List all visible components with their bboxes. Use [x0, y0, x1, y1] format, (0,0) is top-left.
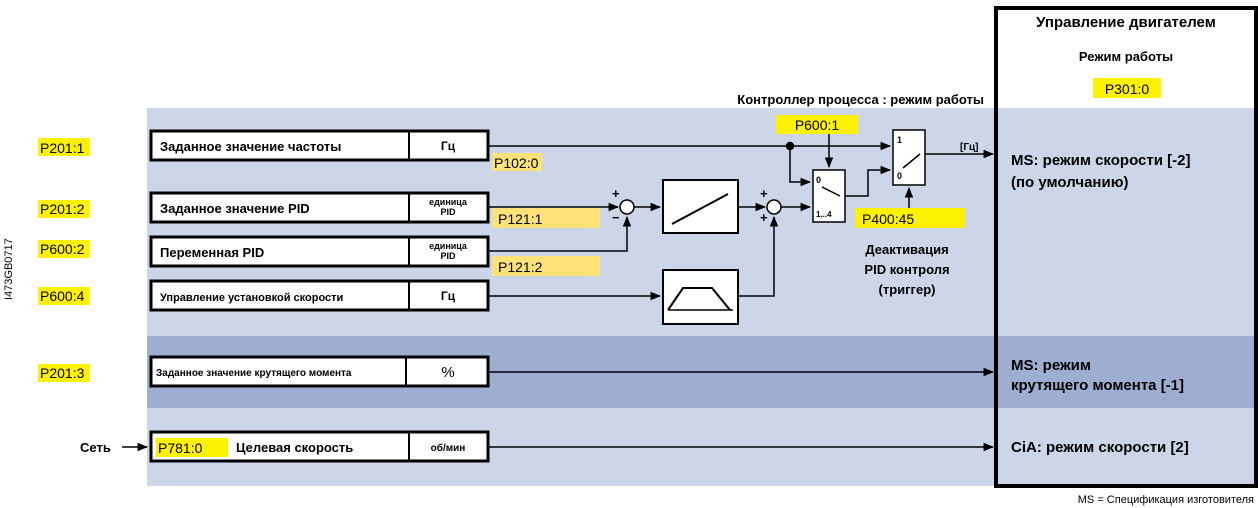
selector-input-0: 0 [816, 175, 821, 185]
param-row3: P600:2 [40, 241, 85, 257]
label-row1: Заданное значение частоты [160, 139, 341, 154]
signal-wires [488, 134, 995, 452]
mode-speed-ms-line1: MS: режим скорости [-2] [1011, 152, 1190, 169]
mode-torque-line2: крутящего момента [-1] [1011, 377, 1184, 394]
sum2-plus-top: + [760, 186, 768, 201]
process-controller-title: Контроллер процесса : режим работы [737, 92, 984, 107]
unit-row6: об/мин [431, 442, 466, 454]
out-param-highlight-row2 [492, 208, 600, 228]
out-param-row3: P121:2 [498, 259, 543, 275]
motor-panel-title: Управление двигателем [1036, 14, 1216, 31]
mode-speed-ms-line2: (по умолчанию) [1011, 174, 1129, 191]
pid-deactivation-param-highlight [855, 208, 965, 228]
param-highlight-row6 [156, 438, 228, 457]
label-row4: Управление установкой скорости [160, 292, 343, 304]
selector-input-1-4: 1...4 [816, 210, 832, 219]
process-controller-param: P600:1 [795, 117, 840, 133]
side-code: I473GB0717 [3, 238, 15, 300]
out-param-highlight-row1 [492, 153, 542, 171]
sum2-plus-bottom: + [760, 210, 768, 225]
unit-row1: Гц [441, 139, 456, 153]
label-row5: Заданное значение крутящего момента [156, 368, 352, 379]
mode-cia: CiA: режим скорости [2] [1011, 439, 1189, 456]
param-highlight-row2 [38, 200, 90, 218]
source-network: Сеть [80, 440, 111, 455]
process-controller-param-highlight [776, 115, 858, 134]
summing-junction-2 [766, 199, 782, 215]
motor-panel-subtitle: Режим работы [1079, 49, 1173, 64]
label-row3: Переменная PID [160, 245, 264, 260]
switch-input-1: 1 [897, 135, 902, 145]
ramp-block [662, 269, 739, 325]
sum1-minus: − [612, 210, 620, 225]
param-highlight-row5 [38, 364, 90, 382]
pid-deactivation-line2: PID контроля [864, 262, 949, 277]
param-row2: P201:2 [40, 201, 85, 217]
pid-deactivation-switch [892, 129, 926, 186]
label-row6: Целевая скорость [236, 440, 353, 455]
param-highlight-row3 [38, 240, 90, 258]
motor-mode-param: P301:0 [1105, 81, 1150, 97]
pid-deactivation-param: P400:45 [862, 211, 914, 227]
input-box-row5 [149, 355, 490, 388]
input-box-row4 [149, 279, 490, 312]
motor-panel-frame [994, 6, 1258, 488]
motor-mode-param-highlight [1093, 78, 1161, 98]
param-row6: P781:0 [158, 440, 203, 456]
switch-input-0: 0 [897, 171, 902, 181]
footnote: MS = Спецификация изготовителя [1078, 494, 1254, 506]
unit-row3-line2: PID [440, 251, 456, 261]
sum1-plus: + [612, 186, 620, 201]
unit-out-hz: [Гц] [960, 142, 978, 153]
pid-deactivation-line3: (триггер) [879, 282, 936, 297]
pid-deactivation-line1: Деактивация [865, 242, 948, 257]
out-param-row2: P121:1 [498, 211, 543, 227]
param-row5: P201:3 [40, 365, 85, 381]
param-row4: P600:4 [40, 288, 85, 304]
summing-junction-1 [619, 199, 635, 215]
unit-row4: Гц [441, 289, 456, 303]
out-param-row1: P102:0 [494, 155, 539, 171]
pid-block [662, 179, 739, 234]
input-box-row3 [149, 235, 490, 268]
unit-row2-line2: PID [440, 207, 456, 217]
unit-row5: % [441, 364, 454, 381]
unit-row3-line1: единица [429, 241, 468, 251]
mode-torque-line1: MS: режим [1011, 357, 1091, 374]
param-highlight-row1 [38, 138, 90, 156]
unit-row2-line1: единица [429, 197, 468, 207]
param-highlight-row4 [38, 287, 90, 305]
label-row2: Заданное значение PID [160, 201, 310, 216]
out-param-highlight-row3 [492, 256, 600, 276]
param-row1: P201:1 [40, 140, 85, 156]
